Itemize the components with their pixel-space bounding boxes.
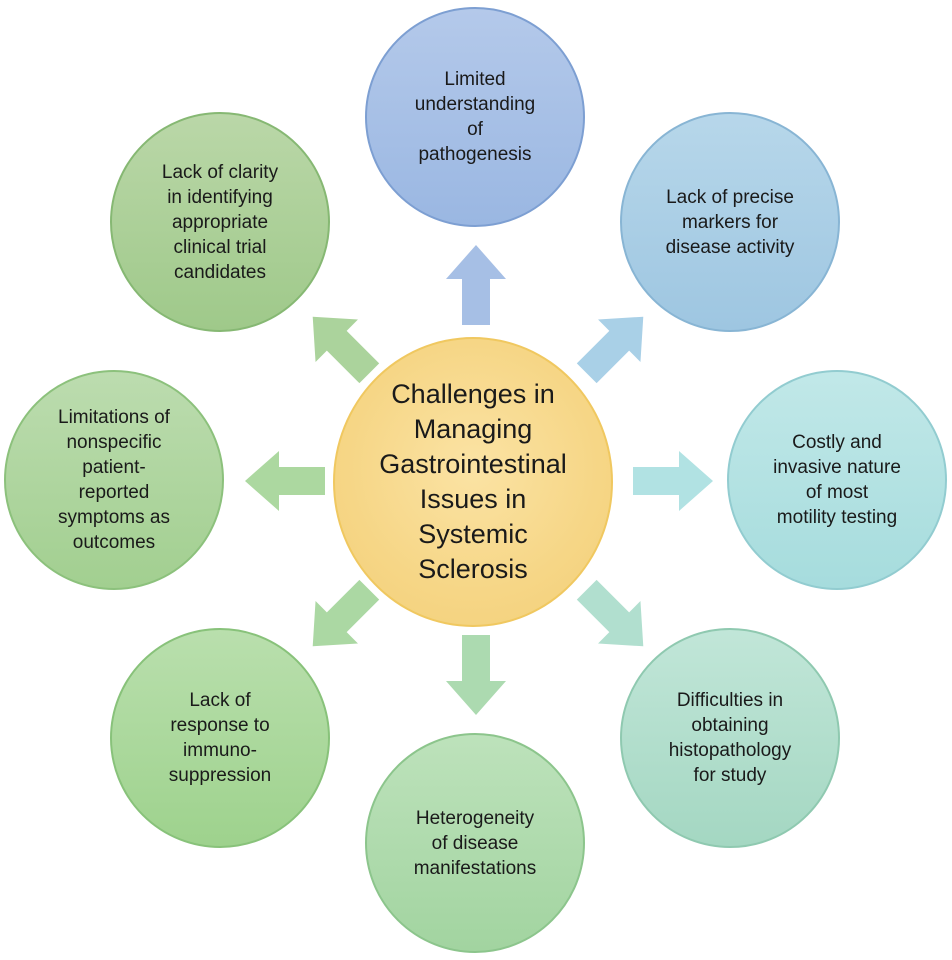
arrow-down [446, 634, 506, 716]
node-label: Lack of response to immuno- suppression [168, 690, 272, 786]
arrow-up-left [291, 295, 391, 395]
node-heterogeneity-of-disease: Heterogeneity of disease manifestations [365, 733, 585, 953]
node-lack-of-clarity-trial-candidates: Lack of clarity in identifying appropria… [110, 112, 330, 332]
node-costly-invasive-motility-testing: Costly and invasive nature of most motil… [727, 370, 947, 590]
node-label: Lack of clarity in identifying appropria… [161, 161, 279, 283]
center-title: Challenges in Managing Gastrointestinal … [379, 379, 567, 584]
arrow-down-right [565, 568, 665, 668]
node-lack-of-response-to-immunosuppression: Lack of response to immuno- suppression [110, 628, 330, 848]
node-label: Difficulties in obtaining histopathology… [668, 690, 792, 786]
node-limitations-of-patient-reported-symptoms: Limitations of nonspecific patient- repo… [4, 370, 224, 590]
arrow-up [446, 244, 506, 326]
node-limited-understanding-of-pathogenesis: Limited understanding of pathogenesis [365, 7, 585, 227]
node-difficulties-obtaining-histopathology: Difficulties in obtaining histopathology… [620, 628, 840, 848]
node-label: Heterogeneity of disease manifestations [413, 807, 537, 879]
arrow-up-right [565, 295, 665, 395]
arrow-down-left [291, 568, 391, 668]
node-label: Limitations of nonspecific patient- repo… [58, 407, 170, 553]
center-circle: Challenges in Managing Gastrointestinal … [333, 337, 613, 627]
node-lack-of-precise-markers: Lack of precise markers for disease acti… [620, 112, 840, 332]
node-label: Lack of precise markers for disease acti… [665, 186, 795, 258]
node-label: Limited understanding of pathogenesis [414, 69, 536, 165]
arrow-right [632, 451, 714, 511]
node-label: Costly and invasive nature of most motil… [773, 432, 901, 528]
arrow-left [244, 451, 326, 511]
